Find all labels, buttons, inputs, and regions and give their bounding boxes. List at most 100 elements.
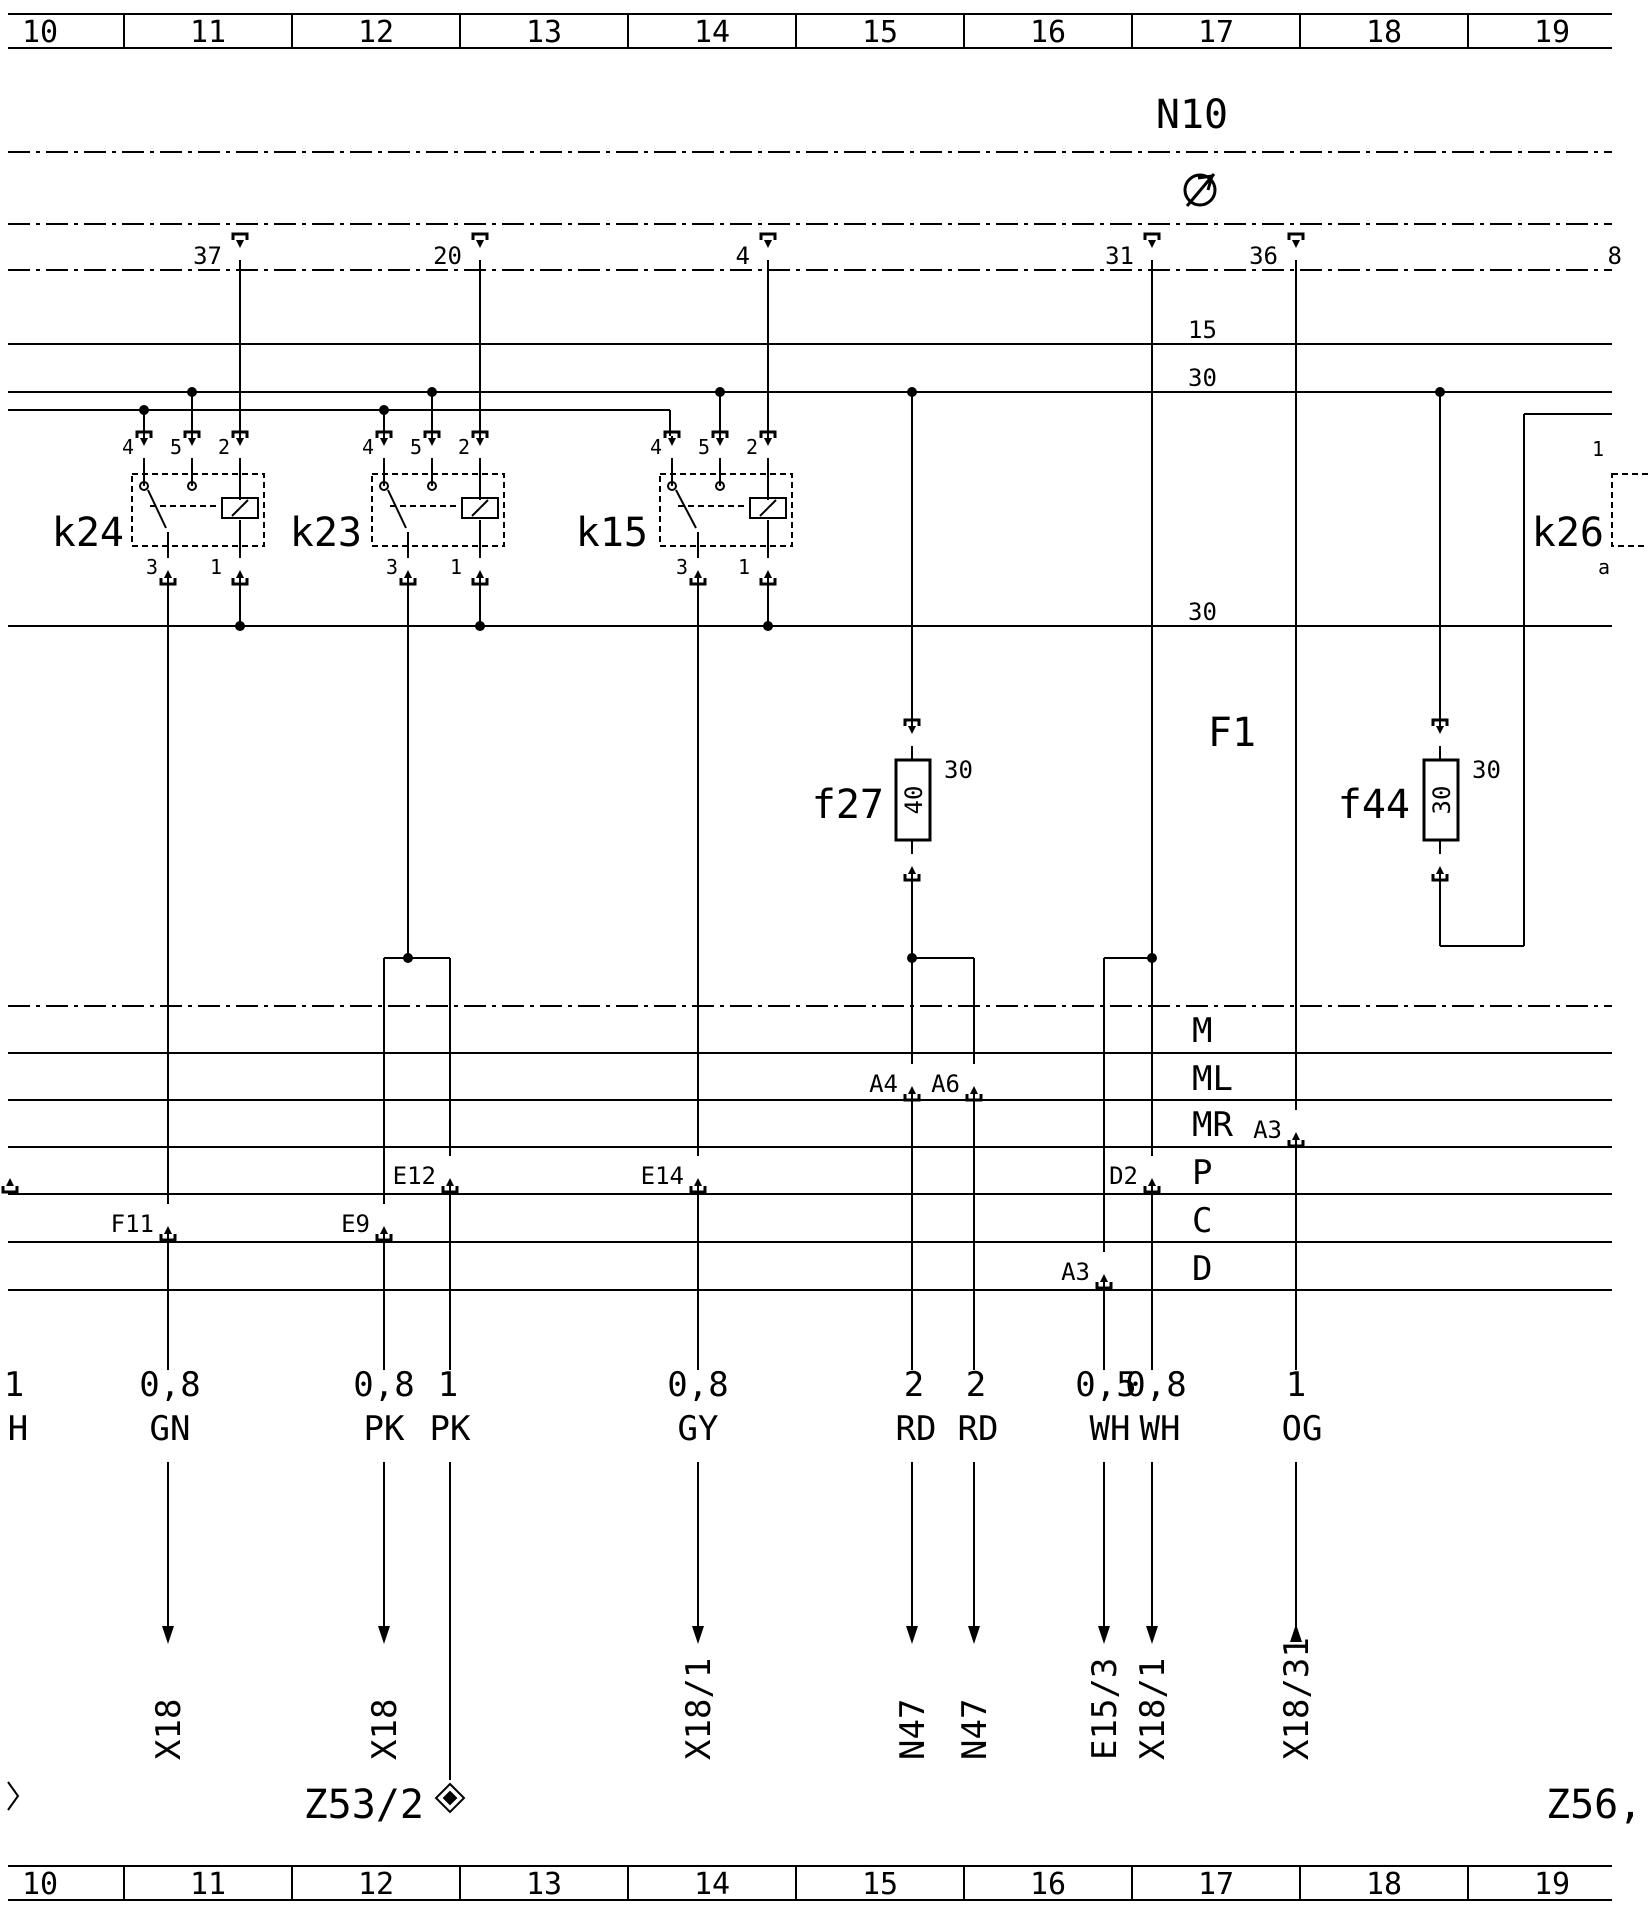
grid-label-top: 12 [358,15,394,50]
relay-pin-label: 2 [458,435,470,459]
wire-size: 2 [904,1365,924,1405]
pin-label: D2 [1109,1162,1138,1190]
destination-label: X18 [149,1699,189,1760]
relay-pin-label: 3 [386,555,398,579]
relay-pin-label: 5 [410,435,422,459]
wire-color: GY [678,1409,719,1449]
grid-label-bottom: 13 [526,1867,562,1902]
relay-pin-label: 2 [218,435,230,459]
bus-lines [8,343,1612,1291]
grid-label-top: 13 [526,15,562,50]
grid-label-top: 19 [1534,15,1570,50]
wire-color: WH [1140,1409,1181,1449]
wire-size: 0,8 [139,1365,200,1405]
grid-label-bottom: 10 [22,1867,58,1902]
grid-label-top: 11 [190,15,226,50]
connector-pin-label: 37 [193,242,222,270]
relay-pin-label: 1 [1592,437,1604,461]
arrow-down-icon [162,1626,1158,1644]
grid-label-top: 17 [1198,15,1234,50]
relay-k15: 4 5 2 3 1 k15 [576,430,793,586]
pin-label: F11 [111,1210,154,1238]
wire-size: 1 [4,1365,24,1405]
wire-color: H [8,1409,28,1449]
relay-pin-label: 4 [362,435,374,459]
wire-size: 1 [438,1365,458,1405]
arrow-up-icon [1290,1624,1302,1642]
pin-label: E12 [393,1162,436,1190]
grid-bottom [8,1865,1612,1901]
connector-pin-label: 20 [433,242,462,270]
fuse-label: f44 [1338,782,1410,828]
relay-pin-label: a [1598,555,1610,579]
destination-label: X18/1 [679,1658,719,1760]
pin-label: E9 [341,1210,370,1238]
wire-size: 1 [1286,1365,1306,1405]
ground-icon [1183,173,1217,207]
relay-k26: k26 1 a [1532,437,1648,579]
grid-label-bottom: 11 [190,1867,226,1902]
destination-label: X18/31 [1277,1637,1317,1760]
relay-label: k15 [576,510,648,556]
module-label: N10 [1156,92,1228,138]
destination-wires [167,1462,1297,1780]
relay-pin-label: 1 [738,555,750,579]
wire-size: 0,8 [667,1365,728,1405]
connector-pin-label: 31 [1105,242,1134,270]
relay-pin-label: 1 [210,555,222,579]
pin-label: E14 [641,1162,684,1190]
relay-pin-label: 1 [450,555,462,579]
connector-pin-label: 8 [1608,242,1622,270]
bus-label-mr: MR [1192,1105,1233,1145]
bus-label-30: 30 [1188,364,1217,392]
bus-label-15: 15 [1188,316,1217,344]
fuse-f27: 40 f27 30 [812,718,973,882]
relay-pin-label: 3 [676,555,688,579]
grid-label-bottom: 16 [1030,1867,1066,1902]
grid-label-bottom: 18 [1366,1867,1402,1902]
pin-label: A3 [1061,1258,1090,1286]
wire-size: 0,8 [353,1365,414,1405]
grid-label-bottom: 17 [1198,1867,1234,1902]
splice-label: Z53/2 [304,1782,424,1828]
grid-top [8,13,1612,49]
wire-size: 0,8 [1125,1365,1186,1405]
grid-label-bottom: 12 [358,1867,394,1902]
bus-label-p: P [1192,1153,1212,1193]
fuse-f44: 30 f44 30 [1338,718,1501,882]
fuse-label: f27 [812,782,884,828]
wire-color: WH [1090,1409,1131,1449]
relay-label: k26 [1532,510,1604,556]
fuse-bus-label: 30 [1472,756,1501,784]
wire-color: OG [1282,1409,1323,1449]
splice-icon [7,1781,20,1811]
fuse-bus-label: 30 [944,756,973,784]
destination-label: X18/1 [1133,1658,1173,1760]
relay-k23: 4 5 2 3 1 k23 [290,430,505,586]
relay-pin-label: 3 [146,555,158,579]
module-connector-pins [231,232,1305,250]
wire-size: 0,5 [1075,1365,1136,1405]
destination-label: X18 [365,1699,405,1760]
wire-color: PK [364,1409,405,1449]
wire-color: GN [150,1409,191,1449]
relay-label: k23 [290,510,362,556]
wire-color: PK [430,1409,471,1449]
bus-label-d: D [1192,1249,1212,1289]
fuse-rating: 30 [1428,786,1456,815]
destination-label: N47 [955,1699,995,1760]
wire-size: 2 [966,1365,986,1405]
pin-label: A4 [869,1070,898,1098]
connector-pin-label: 36 [1249,242,1278,270]
destination-label: E15/3 [1085,1658,1125,1760]
grid-label-top: 16 [1030,15,1066,50]
bus-label-m: M [1192,1011,1212,1051]
bus-label-ml: ML [1192,1059,1233,1099]
splice-label: Z56, [1546,1782,1642,1828]
grid-label-bottom: 14 [694,1867,730,1902]
wire-color: RD [896,1409,937,1449]
fuse-rating: 40 [900,786,928,815]
relay-pin-label: 4 [650,435,662,459]
bus-label-30: 30 [1188,598,1217,626]
